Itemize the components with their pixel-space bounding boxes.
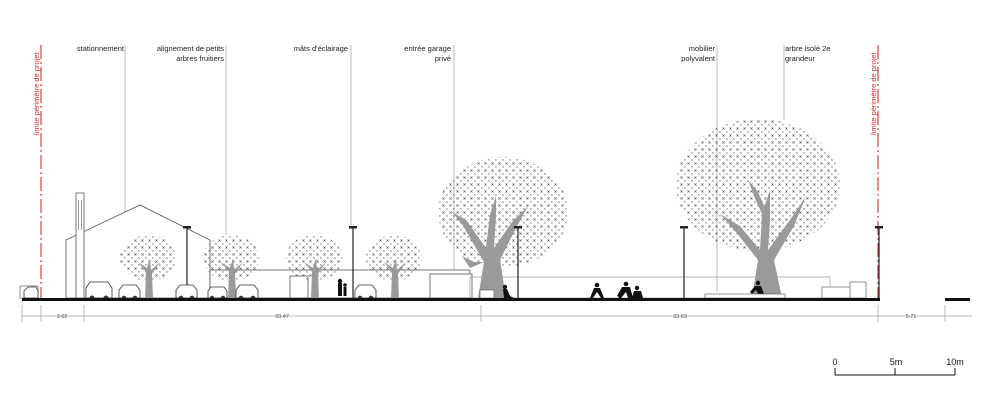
large-tree-right <box>676 119 840 298</box>
perimeter-label-right: limite périmètre de projet <box>869 52 878 135</box>
lighting-mast <box>680 226 688 298</box>
annotation-tree-line2: grandeur <box>785 54 816 63</box>
dimension-1: 3.62 <box>57 314 68 320</box>
annotation-fruit-trees-line2: arbres fruitiers <box>176 54 224 63</box>
large-tree-left <box>438 157 568 298</box>
lighting-mast <box>349 226 357 298</box>
annotation-garage-line1: entrée garage <box>404 44 451 53</box>
seated-person <box>502 284 514 298</box>
dimension-line: 3.62 33.47 33.63 5.71 <box>21 305 972 322</box>
parked-car <box>23 286 39 299</box>
scale-label-5m: 5m <box>890 357 903 367</box>
annotation-garage-line2: privé <box>435 54 451 63</box>
scale-bar: 0 5m 10m <box>832 357 964 376</box>
annotation-furniture-line2: polyvalent <box>681 54 716 63</box>
children-playing <box>590 281 643 299</box>
annotation-parking-label: stationnement <box>77 44 125 53</box>
annotation-tree-line1: arbre isolé 2e <box>785 44 830 53</box>
fruit-tree <box>366 235 422 298</box>
lighting-mast <box>514 226 522 298</box>
pedestrians <box>337 278 347 296</box>
dimension-4: 5.71 <box>906 314 917 320</box>
perimeter-label-left: limite périmètre de projet <box>32 52 41 135</box>
dimension-3: 33.63 <box>673 314 687 320</box>
scale-label-0: 0 <box>832 357 837 367</box>
annotation-furniture-line1: mobilier <box>689 44 716 53</box>
sitting-person <box>750 280 764 294</box>
annotation-fruit-trees-line1: alignement de petits <box>157 44 224 53</box>
perimeter-line-left: limite périmètre de projet <box>32 45 42 300</box>
perimeter-line-right: limite périmètre de projet <box>869 45 879 300</box>
parked-car <box>85 281 113 301</box>
annotation-isolated-tree: arbre isolé 2e grandeur <box>783 44 830 120</box>
annotation-lighting-label: mâts d'éclairage <box>294 44 348 53</box>
fruit-tree <box>286 235 342 298</box>
ground-line <box>22 298 970 301</box>
scale-label-10m: 10m <box>946 357 964 367</box>
lighting-mast <box>875 226 883 298</box>
fruit-tree <box>120 235 176 298</box>
annotation-lighting: mâts d'éclairage <box>294 44 352 225</box>
fruit-tree <box>203 235 259 298</box>
dimension-2: 33.47 <box>275 314 289 320</box>
annotation-fruit-trees: alignement de petits arbres fruitiers <box>157 44 227 235</box>
